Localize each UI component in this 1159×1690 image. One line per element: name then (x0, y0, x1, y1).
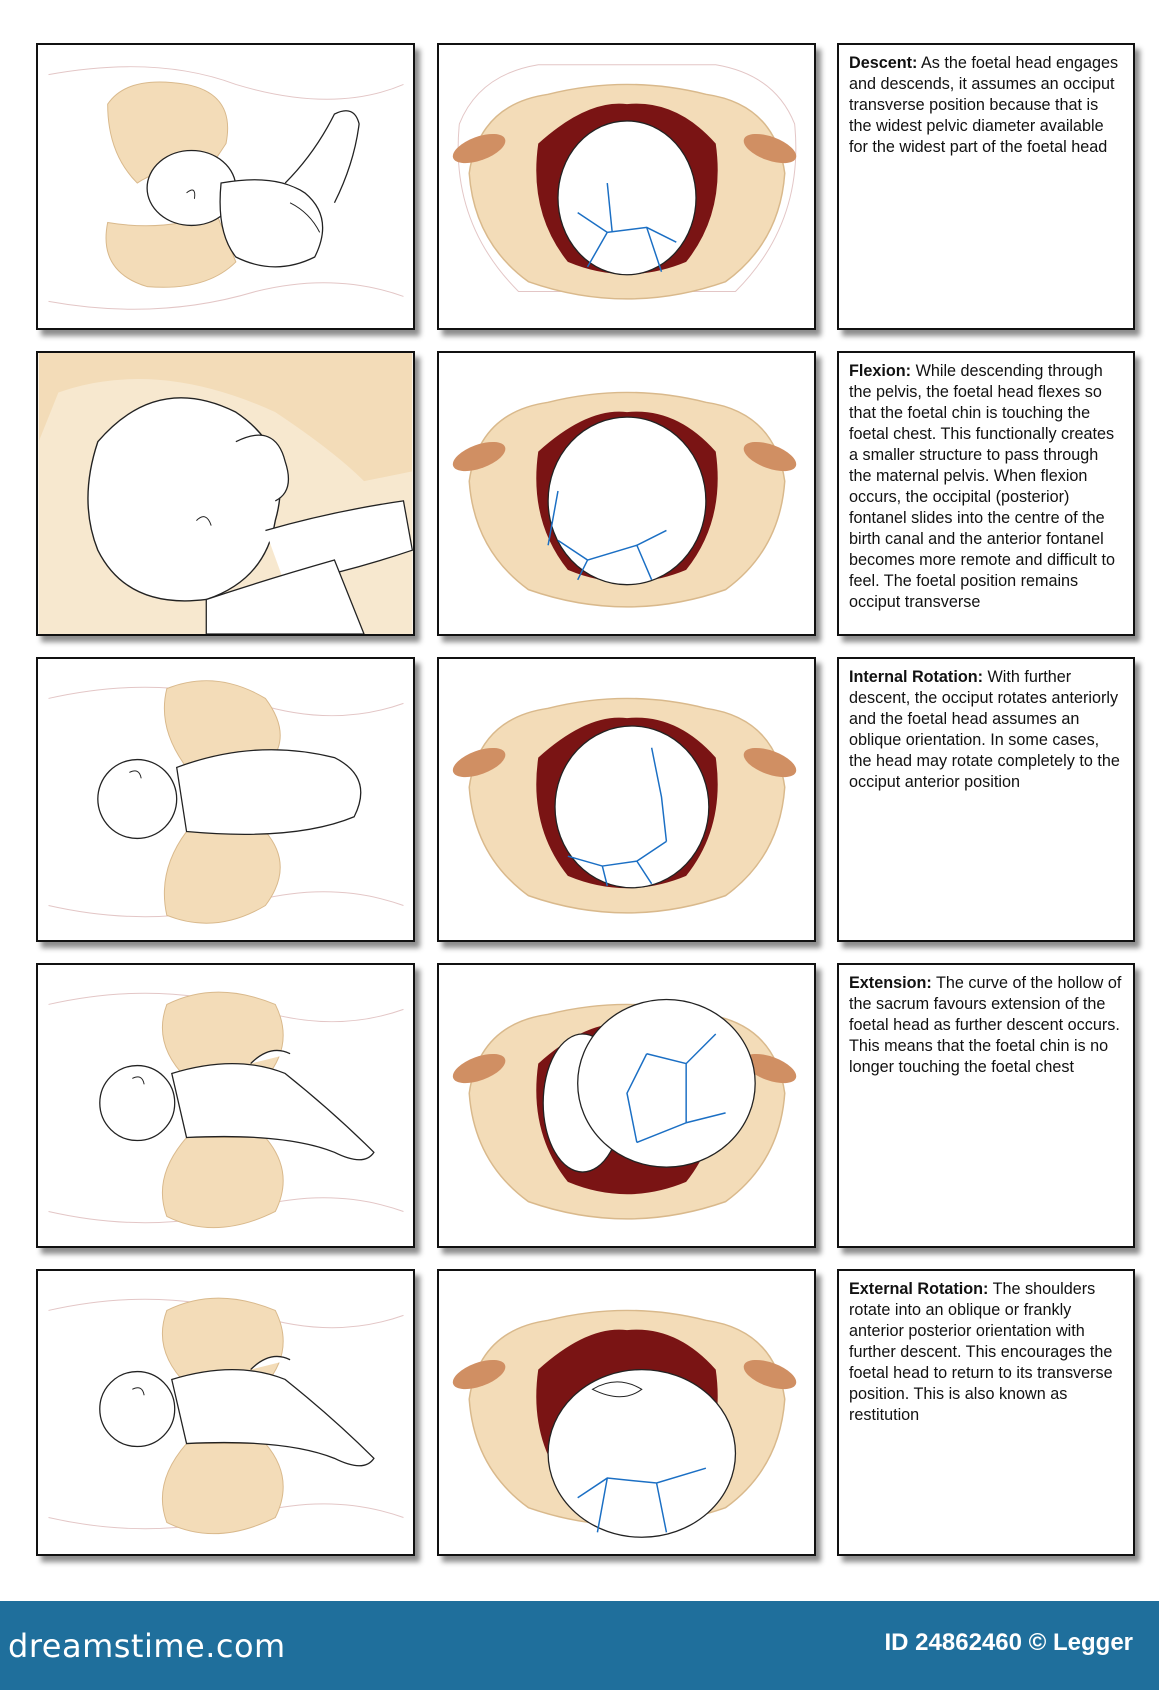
extension-description: Extension: The curve of the hollow of th… (849, 973, 1123, 1078)
descent-side-view-panel (36, 43, 415, 330)
flexion-side-view-illustration (38, 353, 413, 634)
descent-description-panel: Descent: As the foetal head engages and … (837, 43, 1135, 330)
descent-text: As the foetal head engages and descends,… (849, 54, 1119, 156)
internal-rotation-pelvic-view-illustration (452, 697, 797, 914)
internal-rotation-description: Internal Rotation: With further descent,… (849, 667, 1123, 793)
footer-bar: dreamstime.com ID 24862460 © Legger (0, 1601, 1159, 1690)
descent-description: Descent: As the foetal head engages and … (849, 53, 1123, 158)
internal-rotation-side-view-illustration (48, 680, 404, 924)
flexion-text: While descending through the pelvis, the… (849, 362, 1116, 611)
flexion-description: Flexion: While descending through the pe… (849, 361, 1123, 613)
external-rotation-title: External Rotation: (849, 1280, 989, 1298)
external-rotation-text: The shoulders rotate into an oblique or … (849, 1280, 1113, 1424)
external-rotation-description: External Rotation: The shoulders rotate … (849, 1279, 1123, 1426)
descent-title: Descent: (849, 54, 918, 72)
extension-pelvic-view-panel (437, 963, 816, 1248)
descent-pelvic-view-panel (437, 43, 816, 330)
extension-side-view-illustration (48, 991, 404, 1229)
external-rotation-description-panel: External Rotation: The shoulders rotate … (837, 1269, 1135, 1556)
external-rotation-pelvic-view-illustration (452, 1309, 797, 1538)
footer-logo[interactable]: dreamstime.com (8, 1627, 286, 1665)
extension-title: Extension: (849, 974, 932, 992)
flexion-pelvic-view-illustration (452, 391, 797, 608)
internal-rotation-description-panel: Internal Rotation: With further descent,… (837, 657, 1135, 942)
internal-rotation-text: With further descent, the occiput rotate… (849, 668, 1120, 791)
external-rotation-side-view-illustration (48, 1297, 404, 1535)
external-rotation-side-view-panel (36, 1269, 415, 1556)
extension-pelvic-view-illustration (452, 998, 797, 1220)
flexion-title: Flexion: (849, 362, 912, 380)
extension-text: The curve of the hollow of the sacrum fa… (849, 974, 1122, 1076)
flexion-side-view-panel (36, 351, 415, 636)
external-rotation-pelvic-view-panel (437, 1269, 816, 1556)
descent-pelvic-view-illustration (452, 64, 797, 300)
internal-rotation-side-view-panel (36, 657, 415, 942)
internal-rotation-pelvic-view-panel (437, 657, 816, 942)
flexion-pelvic-view-panel (437, 351, 816, 636)
extension-description-panel: Extension: The curve of the hollow of th… (837, 963, 1135, 1248)
internal-rotation-title: Internal Rotation: (849, 668, 983, 686)
flexion-description-panel: Flexion: While descending through the pe… (837, 351, 1135, 636)
extension-side-view-panel (36, 963, 415, 1248)
footer-image-id: ID 24862460 © Legger (884, 1629, 1133, 1656)
descent-side-view-illustration (48, 66, 404, 310)
